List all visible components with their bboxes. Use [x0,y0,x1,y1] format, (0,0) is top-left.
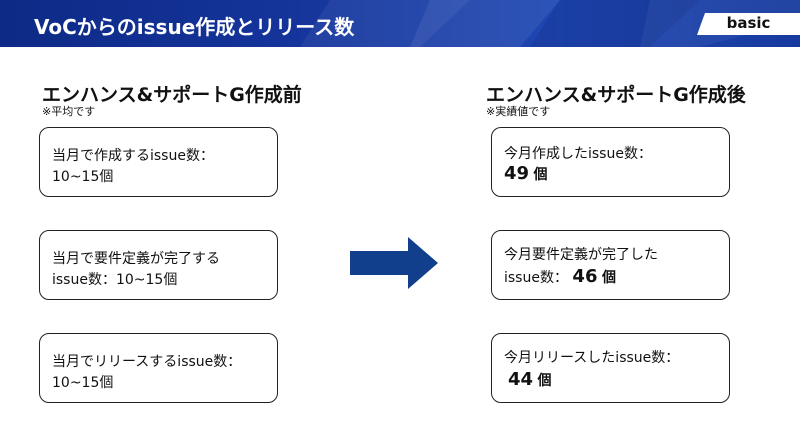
after-box-released: 今月リリースしたissue数： 44 個 [491,333,730,403]
after-box-defined-line2: issue数： 46 個 [504,266,616,287]
after-box-released-line1: 今月リリースしたissue数： [504,350,680,366]
basic-tag: basic [697,13,800,35]
before-box-released-line2: 10~15個 [52,375,114,391]
after-created-value: 49 [504,163,530,184]
after-note: ※実績値です [486,105,551,118]
before-box-created-line1: 当月で作成するissue数： [52,148,214,164]
after-released-unit: 個 [537,373,552,389]
after-defined-unit: 個 [601,270,616,286]
after-box-defined: 今月要件定義が完了した issue数： 46 個 [491,230,730,300]
after-box-created-line2: 49 個 [504,163,548,184]
before-note: ※平均です [42,105,96,118]
before-box-created-line2: 10~15個 [52,169,114,185]
before-title: エンハンス&サポートG作成前 [42,84,302,106]
basic-tag-label: basic [726,14,771,32]
after-box-created-line1: 今月作成したissue数： [504,146,652,162]
after-released-value: 44 [508,369,534,390]
after-defined-prefix: issue数： [504,270,568,286]
right-arrow-icon [350,237,438,289]
before-box-created: 当月で作成するissue数： 10~15個 [39,127,278,197]
header-bar: VoCからのissue作成とリリース数 basic [0,0,800,47]
after-box-created: 今月作成したissue数： 49 個 [491,127,730,197]
page-title: VoCからのissue作成とリリース数 [34,15,355,39]
after-box-defined-line1: 今月要件定義が完了した [504,247,658,263]
before-box-defined-line1: 当月で要件定義が完了する [52,251,220,267]
before-box-released-line1: 当月でリリースするissue数： [52,354,242,370]
after-defined-value: 46 [572,266,598,287]
after-title: エンハンス&サポートG作成後 [486,84,746,106]
before-box-defined: 当月で要件定義が完了する issue数：10~15個 [39,230,278,300]
after-box-released-line2: 44 個 [508,369,552,390]
before-box-released: 当月でリリースするissue数： 10~15個 [39,333,278,403]
before-box-defined-line2: issue数：10~15個 [52,272,178,288]
after-created-unit: 個 [533,167,548,183]
